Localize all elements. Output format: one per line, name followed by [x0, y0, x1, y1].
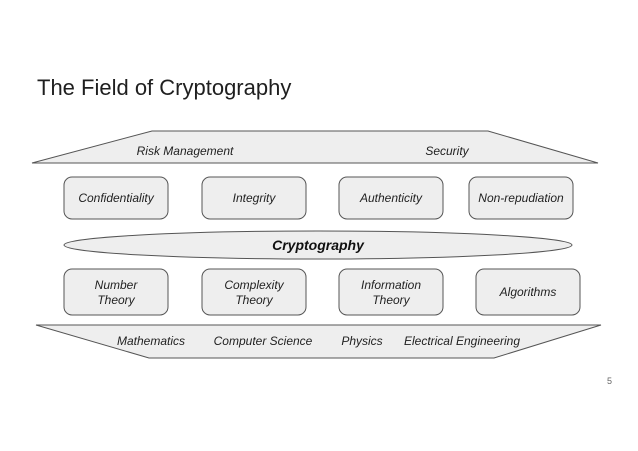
goal-box-integrity [201, 176, 307, 220]
page-number: 5 [606, 376, 612, 386]
bottom-band: Mathematics Computer Science Physics Ele… [35, 324, 602, 359]
foundation-box-number-theory [63, 268, 169, 316]
goal-label-integrity: Integrity [233, 191, 277, 205]
goals-row: Confidentiality Integrity Authenticity N… [63, 176, 574, 220]
top-band-shape [31, 130, 599, 164]
goal-box-authenticity [338, 176, 444, 220]
security-label: Security [425, 144, 469, 158]
foundation-label-complexity-theory-line1: Complexity [224, 278, 284, 292]
foundation-box-algorithms [475, 268, 581, 316]
slide-title: The Field of Cryptography [37, 75, 292, 100]
electrical-engineering-label: Electrical Engineering [404, 334, 520, 348]
foundation-box-information-theory [338, 268, 444, 316]
goal-label-authenticity: Authenticity [359, 191, 423, 205]
top-band: Risk Management Security [31, 130, 599, 164]
foundations-row: Number Theory Complexity Theory Informat… [63, 268, 581, 316]
cryptography-core: Cryptography [63, 230, 573, 260]
risk-management-label: Risk Management [137, 144, 234, 158]
foundation-box-complexity-theory [201, 268, 307, 316]
cryptography-ellipse [63, 230, 573, 260]
foundation-label-number-theory-line1: Number [95, 278, 139, 292]
foundation-label-information-theory-line2: Theory [372, 293, 410, 307]
foundation-label-number-theory-line2: Theory [97, 293, 135, 307]
goal-box-non-repudiation [468, 176, 574, 220]
physics-label: Physics [341, 334, 382, 348]
cryptography-label: Cryptography [272, 237, 365, 253]
bottom-band-shape [35, 324, 602, 359]
computer-science-label: Computer Science [214, 334, 313, 348]
mathematics-label: Mathematics [117, 334, 185, 348]
goal-label-confidentiality: Confidentiality [78, 191, 154, 205]
foundation-label-complexity-theory-line2: Theory [235, 293, 273, 307]
goal-label-non-repudiation: Non-repudiation [478, 191, 564, 205]
foundation-label-information-theory-line1: Information [361, 278, 421, 292]
foundation-label-algorithms: Algorithms [499, 285, 557, 299]
goal-box-confidentiality [63, 176, 169, 220]
